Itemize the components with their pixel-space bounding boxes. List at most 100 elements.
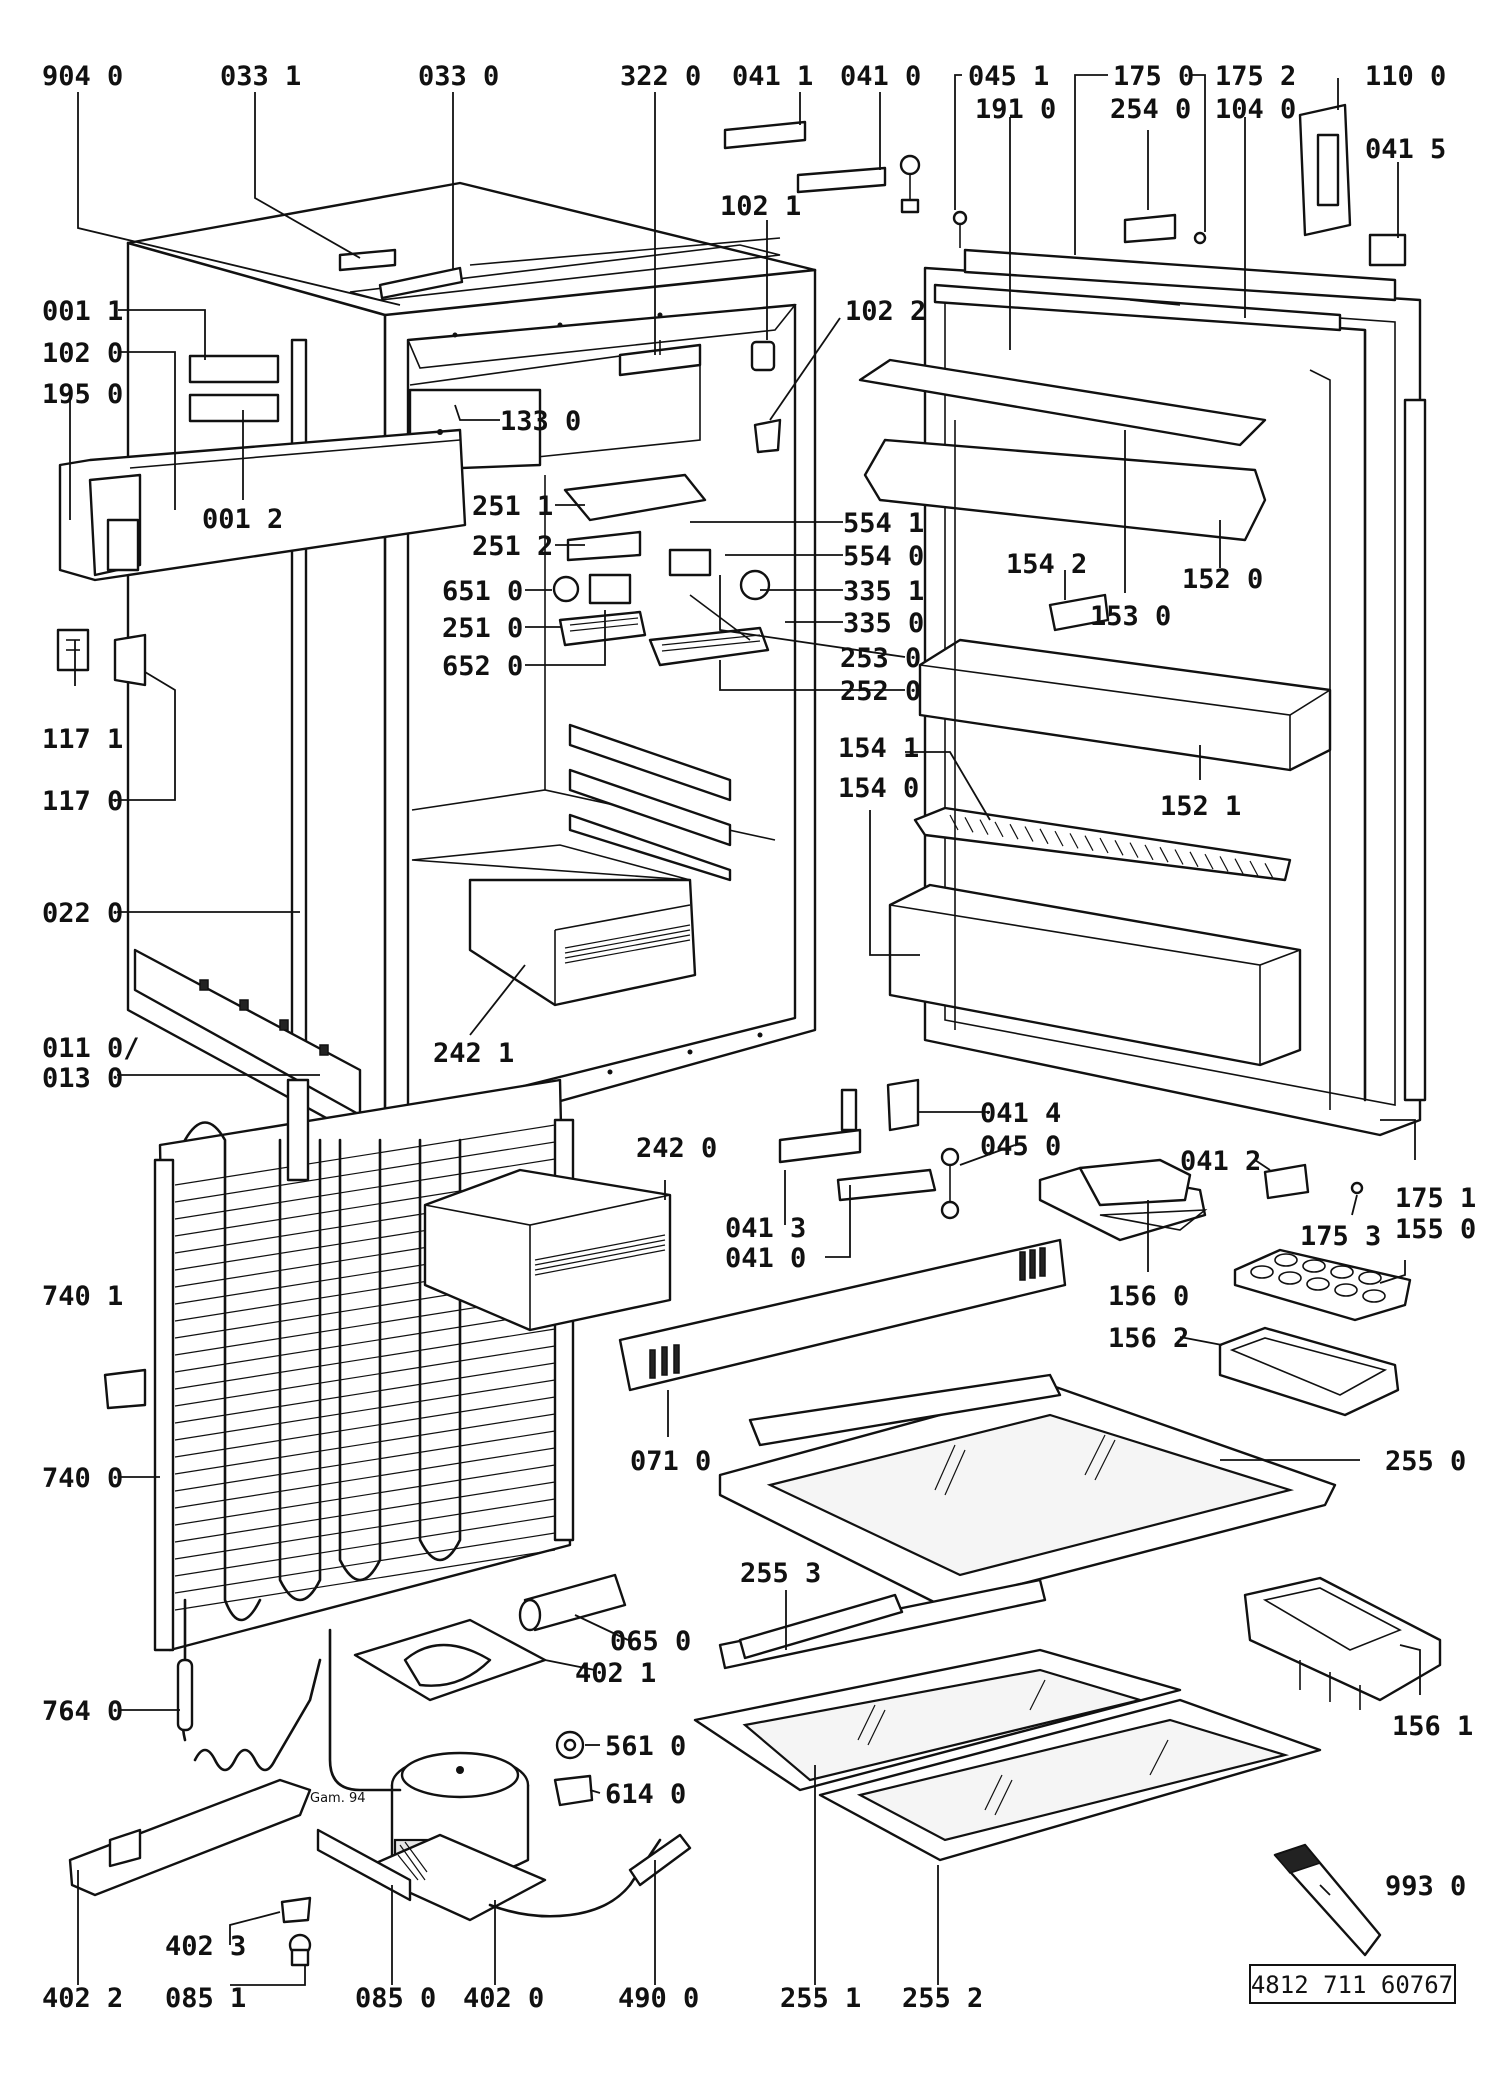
part-label: 041 4 [980, 1098, 1061, 1129]
part-label: 253 0 [840, 643, 921, 674]
rack-grille-bar [1069, 833, 1079, 849]
rack-grille-bar [1189, 851, 1199, 868]
part-label: 255 3 [740, 1558, 821, 1589]
part-label: 554 1 [843, 508, 924, 539]
part-label: 554 0 [843, 541, 924, 572]
shelf-trim-strip [738, 1593, 904, 1660]
rack-grille-bar [1024, 826, 1034, 842]
glass-shelf-upper [718, 1373, 1337, 1607]
part-label: 402 2 [42, 1983, 123, 2014]
part-label: 993 0 [1385, 1871, 1466, 1902]
ice-tray [1243, 1576, 1442, 1710]
part-label: 033 1 [220, 61, 301, 92]
condenser-grid-line [174, 1158, 556, 1220]
rack-grille-bar [994, 821, 1004, 838]
part-label: 041 3 [725, 1213, 806, 1244]
part-label: 175 1 [1395, 1183, 1476, 1214]
part-label: 117 0 [42, 786, 123, 817]
part-label: 175 3 [1300, 1221, 1381, 1252]
part-label: 041 0 [840, 61, 921, 92]
part-label: 252 0 [840, 676, 921, 707]
crisper-vent [564, 924, 691, 964]
lower-door-clip [1263, 1163, 1364, 1200]
small-door-parts [952, 210, 1207, 248]
glass-lower-reflection [857, 1679, 1169, 1816]
cabinet-body [126, 181, 817, 1152]
part-label: 154 1 [838, 733, 919, 764]
compressor-hatch [397, 1841, 428, 1881]
rack-grille-bar [1144, 844, 1154, 861]
condenser-coil [153, 1078, 575, 1652]
rack-grille-bar [1219, 856, 1229, 872]
part-label: 195 0 [42, 379, 123, 410]
part-label: 041 1 [732, 61, 813, 92]
part-label: 740 1 [42, 1281, 123, 1312]
part-label: 490 0 [618, 1983, 699, 2014]
part-label: 102 2 [845, 296, 926, 327]
part-label: 041 0 [725, 1243, 806, 1274]
thermostat-knob [750, 340, 782, 454]
drawer-vent [534, 1234, 666, 1276]
lower-hinges [778, 1078, 960, 1220]
part-label: 041 5 [1365, 134, 1446, 165]
crisper-drawer [423, 1168, 672, 1332]
part-label: 242 0 [636, 1133, 717, 1164]
rack-grille-bar [1264, 863, 1274, 879]
part-label: 175 2 [1215, 61, 1296, 92]
capillary-tube [176, 1598, 322, 1772]
condenser-grid-line [174, 1328, 556, 1390]
part-label: 402 0 [463, 1983, 544, 2014]
part-label: 242 1 [433, 1038, 514, 1069]
part-label: 117 1 [42, 724, 123, 755]
part-label: 402 3 [165, 1931, 246, 1962]
rack-grille-bar [1099, 837, 1109, 854]
butter-dish [1038, 1158, 1208, 1242]
document-number-box: 4812 711 60767 [1249, 1964, 1456, 2004]
part-label: 133 0 [500, 406, 581, 437]
part-label: 045 0 [980, 1131, 1061, 1162]
rack-grille-bar [1114, 840, 1124, 856]
rack-grille-bar [979, 819, 989, 835]
rack-grille-bar [1084, 835, 1094, 851]
part-label: 255 0 [1385, 1446, 1466, 1477]
rack-grille-bar [1204, 853, 1214, 870]
condenser-grid-line [174, 1447, 556, 1509]
ice-scraper [1273, 1843, 1382, 1957]
hinge-bracket-parts [56, 628, 147, 687]
part-label: 251 2 [472, 531, 553, 562]
door [858, 248, 1427, 1137]
part-label: 652 0 [442, 651, 523, 682]
part-label: 102 0 [42, 338, 123, 369]
door-handle-parts [1298, 103, 1407, 267]
rack-grille-bar [949, 814, 959, 831]
part-label: 065 0 [610, 1626, 691, 1657]
part-label: 011 0/ [42, 1033, 140, 1064]
part-label: 255 2 [902, 1983, 983, 2014]
part-label: 255 1 [780, 1983, 861, 2014]
part-label: 335 0 [843, 608, 924, 639]
condenser-grid-line [174, 1345, 556, 1407]
rack-grille-bar [1159, 846, 1169, 863]
part-label: 102 1 [720, 191, 801, 222]
rack-grille-bar [1234, 858, 1244, 874]
light-assembly [552, 473, 771, 667]
part-label: 156 2 [1108, 1323, 1189, 1354]
handwritten-note: Gam. 94 [310, 1791, 366, 1806]
part-label: 191 0 [975, 94, 1056, 125]
part-label: 254 0 [1110, 94, 1191, 125]
part-label: 104 0 [1215, 94, 1296, 125]
leader-lines [69, 74, 1421, 1986]
part-label: 402 1 [575, 1658, 656, 1689]
condenser-grid-line [174, 1532, 556, 1594]
base-bracket: Gam. 94 [68, 1778, 366, 1897]
condenser-grid-line [174, 1413, 556, 1475]
part-label: 561 0 [605, 1731, 686, 1762]
part-label: 153 0 [1090, 601, 1171, 632]
relay-parts [553, 1730, 594, 1807]
egg-wells [1250, 1253, 1386, 1303]
part-label: 085 1 [165, 1983, 246, 2014]
part-label: 041 2 [1180, 1146, 1261, 1177]
condenser-grid-line [174, 1362, 556, 1424]
part-label: 085 0 [355, 1983, 436, 2014]
